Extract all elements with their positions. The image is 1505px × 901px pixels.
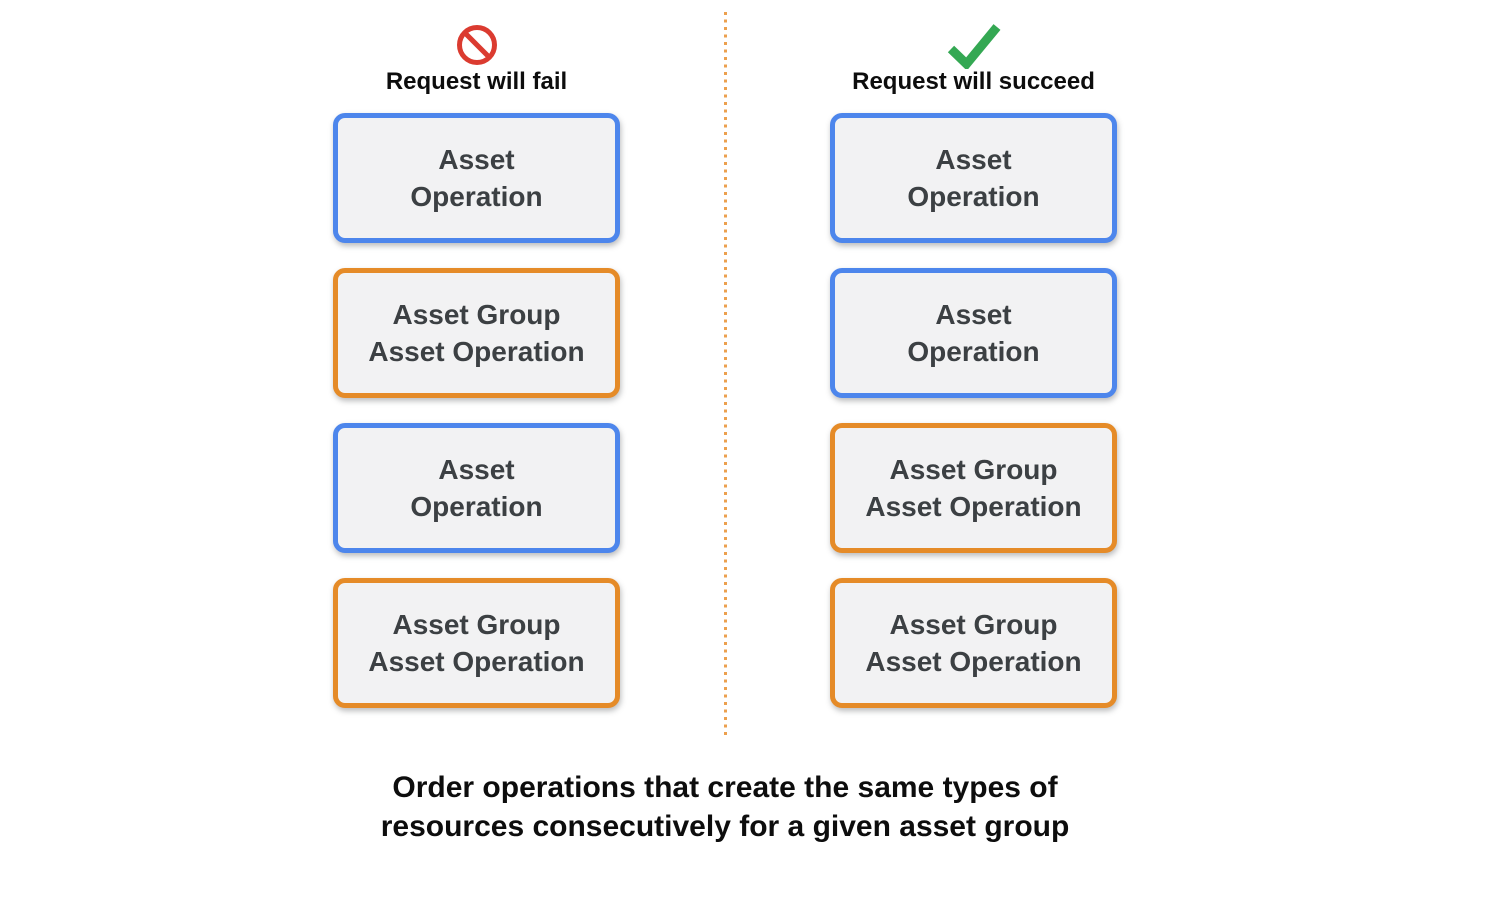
box-label-line: Asset Group [889, 609, 1058, 640]
box-label-line: Asset Group [889, 454, 1058, 485]
asset-operation-box: Asset Operation [333, 113, 620, 243]
caption-line-2: resources consecutively for a given asse… [380, 810, 1070, 843]
diagram-caption: Order operations that create the same ty… [0, 768, 1450, 846]
succeed-column-title: Request will succeed [852, 68, 1095, 95]
box-label-line: Asset [935, 144, 1012, 175]
box-label-line: Asset [438, 144, 515, 175]
box-label-line: Asset Operation [368, 646, 585, 677]
fail-column-title: Request will fail [385, 68, 568, 95]
checkmark-icon [945, 22, 1003, 69]
prohibited-icon [455, 22, 499, 68]
asset-group-asset-operation-box: Asset Group Asset Operation [333, 578, 620, 708]
asset-group-asset-operation-box: Asset Group Asset Operation [830, 423, 1117, 553]
box-label-line: Operation [907, 336, 1040, 367]
column-divider-dotted-line [724, 12, 727, 739]
asset-group-asset-operation-box: Asset Group Asset Operation [830, 578, 1117, 708]
succeed-column: Request will succeed Asset Operation Ass… [830, 22, 1117, 733]
box-label-line: Asset [935, 299, 1012, 330]
asset-operation-box: Asset Operation [830, 268, 1117, 398]
box-label-line: Asset Group [392, 299, 561, 330]
asset-group-asset-operation-box: Asset Group Asset Operation [333, 268, 620, 398]
box-label-line: Operation [907, 181, 1040, 212]
box-label-line: Operation [410, 181, 543, 212]
box-label-line: Asset [438, 454, 515, 485]
asset-operation-box: Asset Operation [333, 423, 620, 553]
box-label-line: Asset Operation [865, 646, 1082, 677]
box-label-line: Asset Operation [865, 491, 1082, 522]
box-label-line: Operation [410, 491, 543, 522]
fail-column: Request will fail Asset Operation Asset … [333, 22, 620, 733]
asset-operation-box: Asset Operation [830, 113, 1117, 243]
caption-line-1: Order operations that create the same ty… [392, 771, 1058, 804]
box-label-line: Asset Operation [368, 336, 585, 367]
box-label-line: Asset Group [392, 609, 561, 640]
